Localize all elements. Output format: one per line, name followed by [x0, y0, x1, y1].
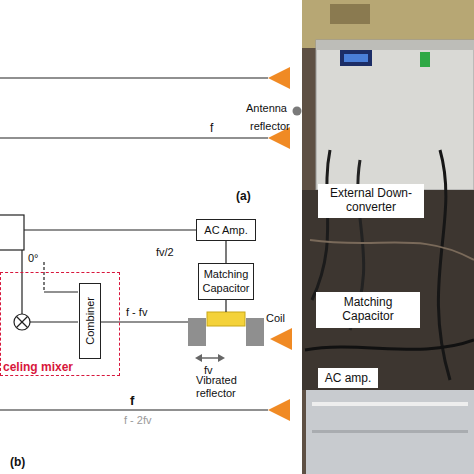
node-text: External Down- converter — [318, 187, 424, 215]
desk-item — [330, 4, 370, 24]
panel-label: (a) — [236, 190, 251, 204]
mixer-cross — [17, 317, 28, 328]
lcd-display — [340, 50, 372, 66]
wire — [44, 291, 78, 292]
photo-tag: AC amp. — [318, 368, 378, 388]
node-text: Matching Capacitor — [199, 268, 253, 294]
wire — [30, 321, 78, 322]
reflector-dot — [293, 107, 302, 116]
panel-label: (b) — [10, 456, 25, 470]
downconverter-case — [316, 40, 474, 190]
wire — [100, 321, 188, 322]
arrow-head — [218, 354, 225, 362]
signal-label: f — [130, 394, 134, 409]
cable — [312, 150, 330, 300]
amplifier-case — [306, 390, 474, 474]
arrow-head — [195, 354, 202, 362]
antenna-symbol — [270, 328, 292, 350]
wire — [0, 137, 268, 138]
wire — [24, 229, 196, 230]
wire — [0, 409, 268, 410]
capacitor-box: Matching Capacitor — [198, 263, 254, 300]
amplifier-box: AC Amp. — [196, 219, 256, 241]
wire — [43, 262, 44, 292]
case-highlight — [312, 402, 468, 406]
part-label: Vibrated reflector — [196, 374, 254, 399]
case-edge — [316, 40, 474, 50]
mixer-symbol — [14, 314, 30, 330]
connector — [225, 241, 226, 263]
photograph — [302, 0, 474, 474]
power-switch — [420, 52, 430, 67]
node-text: Matching Capacitor — [333, 296, 403, 324]
mixer-group: celing mixer Combiner — [0, 272, 120, 376]
antenna-symbol — [268, 399, 290, 421]
node-text: Coil — [266, 312, 285, 324]
wire — [21, 250, 22, 314]
node-text: AC Amp. — [204, 224, 247, 236]
part-label: Antenna — [246, 102, 287, 115]
photo-tag: External Down- converter — [318, 184, 424, 218]
node-text: AC amp. — [325, 371, 372, 385]
node-text: celing mixer — [3, 360, 73, 374]
coil-winding — [246, 318, 264, 346]
coil-core — [207, 312, 245, 326]
photo-background — [302, 0, 474, 474]
signal-label: f - 2fv — [124, 414, 152, 427]
source-box — [0, 215, 24, 250]
signal-label: f — [210, 122, 213, 136]
signal-label: f - fv — [126, 306, 147, 319]
cable — [305, 340, 474, 350]
cable — [310, 240, 474, 260]
coil-node: Coil — [188, 312, 264, 346]
mixer-cross — [17, 317, 28, 328]
wire — [0, 77, 268, 78]
part-label: reflector — [250, 120, 290, 133]
connector — [225, 300, 226, 312]
node-text: Combiner — [84, 297, 96, 345]
signal-label: fv/2 — [156, 246, 174, 259]
vibration-arrow — [200, 357, 220, 359]
photo-tag: Matching Capacitor — [316, 292, 420, 328]
antenna-symbol — [268, 67, 290, 89]
phase-label: 0° — [28, 252, 39, 265]
combiner-box: Combiner — [79, 283, 101, 359]
case-groove — [312, 430, 468, 433]
lcd-digits — [344, 54, 368, 62]
part-b — [0, 215, 292, 421]
coil-winding — [188, 318, 206, 346]
part-a — [0, 67, 302, 149]
